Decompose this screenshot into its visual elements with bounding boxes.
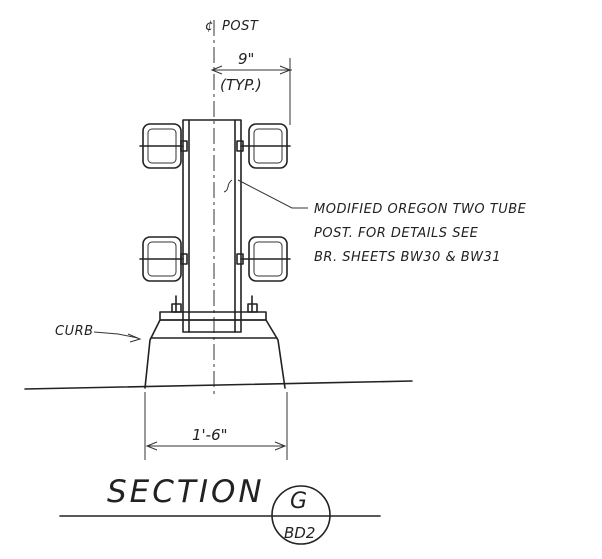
bottom-dimension-value: 1'-6" <box>192 426 228 444</box>
top-dimension-value: 9" <box>238 50 254 68</box>
section-title-text: SECTION <box>107 474 265 510</box>
curb-label: CURB <box>55 324 94 339</box>
curb: CURB <box>55 319 286 389</box>
rail-block-lower-right <box>236 236 291 282</box>
section-letter: G <box>290 489 307 514</box>
bottom-dimension: 1'-6" <box>144 392 288 460</box>
rail-block-lower-left <box>139 236 188 282</box>
ground-line <box>24 380 413 390</box>
base-plate <box>159 295 267 321</box>
rail-block-upper-left <box>139 123 188 169</box>
top-dimension: 9" (TYP.) <box>210 50 292 125</box>
note-line-1: MODIFIED OREGON TWO TUBE <box>314 202 527 217</box>
post-tubes <box>182 119 242 333</box>
top-dimension-note: (TYP.) <box>220 76 262 94</box>
note-leader: MODIFIED OREGON TWO TUBE POST. FOR DETAI… <box>237 179 527 265</box>
centerline-symbol: ¢ <box>205 19 214 34</box>
section-title: SECTION G BD2 <box>59 474 381 545</box>
rail-block-upper-right <box>236 123 291 169</box>
centerline-label: POST <box>222 19 259 34</box>
note-line-2: POST. FOR DETAILS SEE <box>314 226 479 241</box>
section-sheet: BD2 <box>284 524 315 542</box>
note-line-3: BR. SHEETS BW30 & BW31 <box>314 250 501 265</box>
